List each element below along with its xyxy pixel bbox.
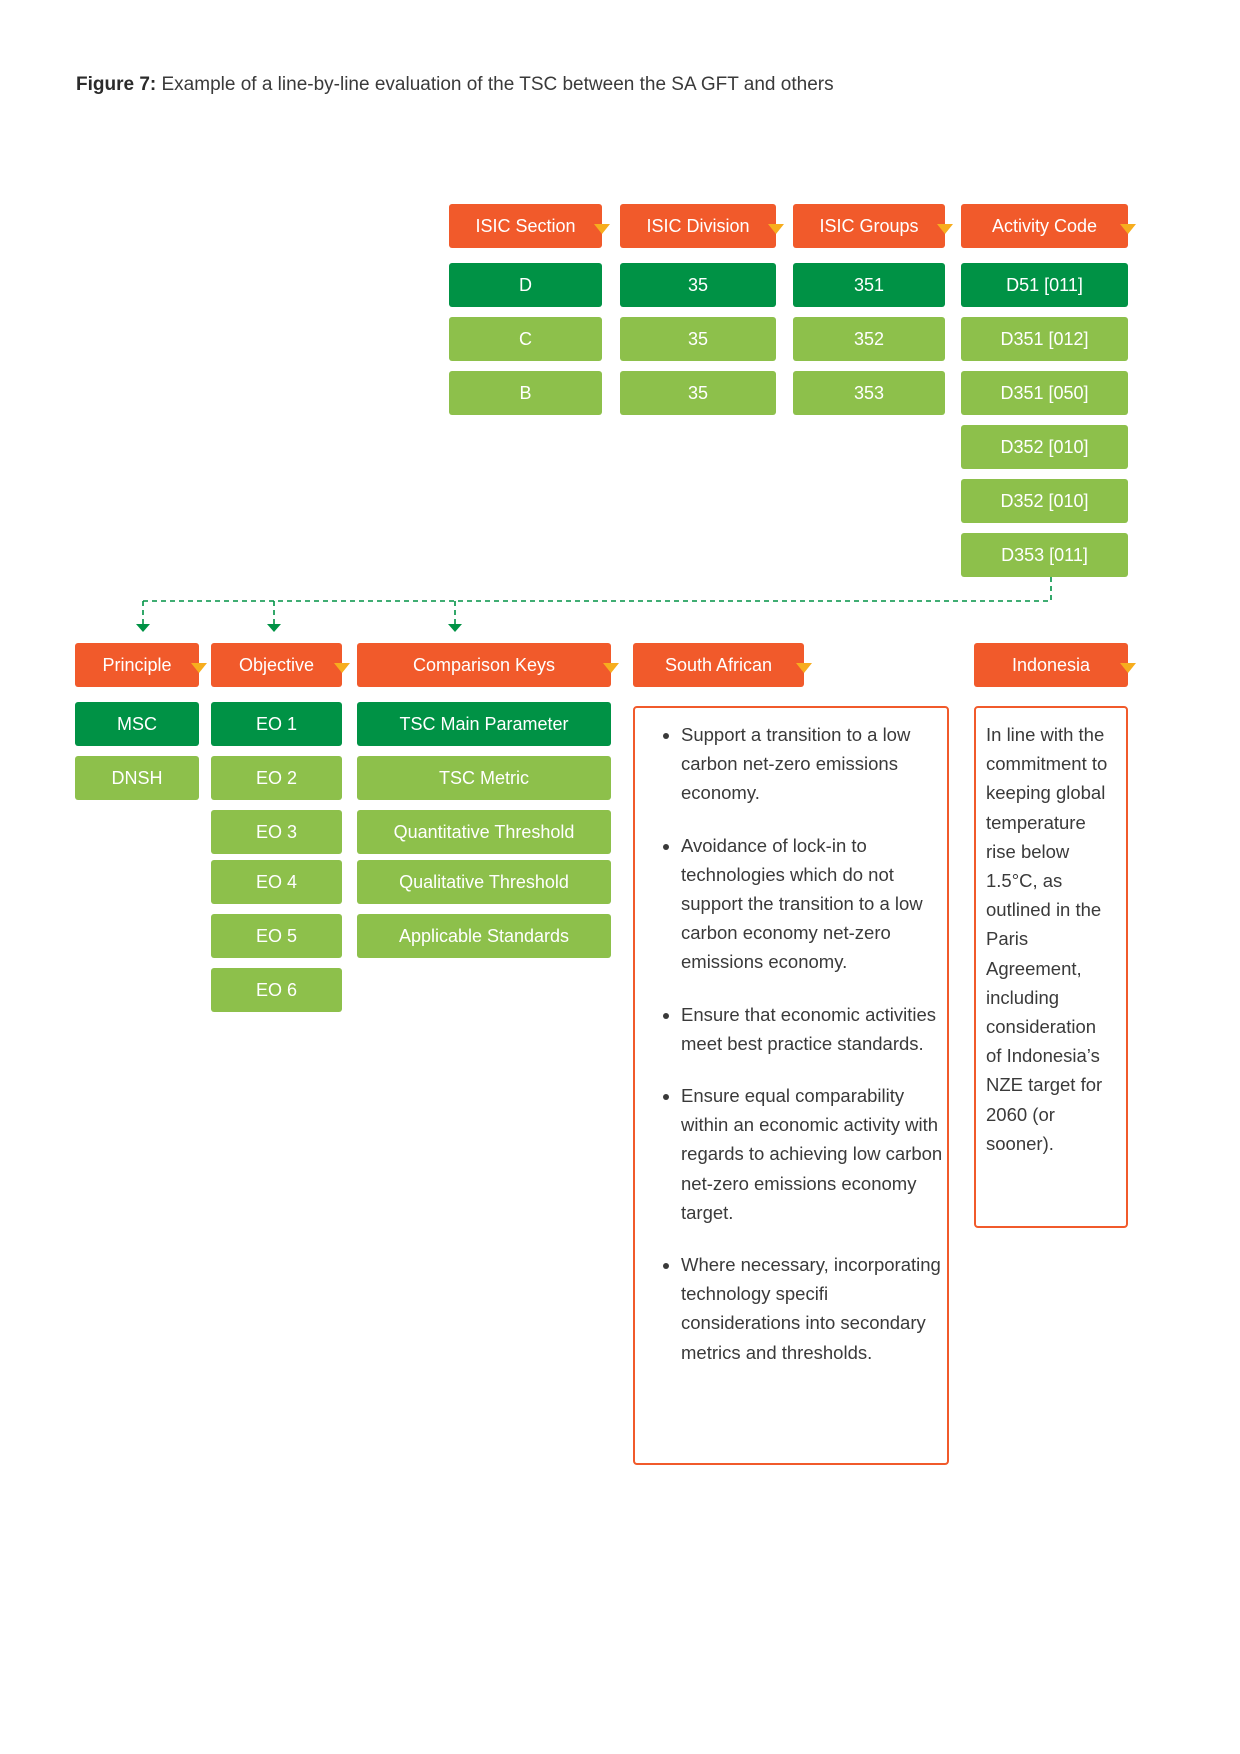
list-item: Support a transition to a low carbon net… [681,720,947,808]
chevron-down-icon [594,224,610,234]
south-african-list: Support a transition to a low carbon net… [635,720,947,1367]
indonesia-text: In line with the commitment to keeping g… [986,724,1108,1154]
isic-section-cell: C [449,317,602,361]
principle-cell: DNSH [75,756,199,800]
chevron-down-icon [191,663,207,673]
isic-division-cell: 35 [620,263,776,307]
chevron-down-icon [334,663,350,673]
header-comparison-keys-label: Comparison Keys [412,654,556,675]
isic-division-cell: 35 [620,371,776,415]
header-comparison-keys: Comparison Keys [357,643,619,687]
south-african-panel: Support a transition to a low carbon net… [633,706,949,1465]
activity-code-cell: D352 [010] [961,425,1128,469]
header-activity-code: Activity Code [961,204,1136,248]
isic-groups-cell: 352 [793,317,945,361]
isic-section-cell: D [449,263,602,307]
objective-cell: EO 2 [211,756,342,800]
header-objective: Objective [211,643,350,687]
principle-cell: MSC [75,702,199,746]
header-indonesia: Indonesia [974,643,1136,687]
chevron-down-icon [796,663,812,673]
list-item: Ensure equal comparability within an eco… [681,1081,947,1227]
comparison-key-cell: TSC Main Parameter [357,702,611,746]
list-item: Where necessary, incorporating technolog… [681,1250,947,1367]
list-item: Ensure that economic activities meet bes… [681,1000,947,1058]
activity-code-cell: D351 [012] [961,317,1128,361]
header-isic-division-label: ISIC Division [646,215,750,236]
figure-label: Figure 7: [76,74,157,95]
header-south-african-label: South African [664,654,773,675]
comparison-key-cell: Applicable Standards [357,914,611,958]
header-objective-label: Objective [238,654,315,675]
chevron-down-icon [603,663,619,673]
objective-cell: EO 3 [211,810,342,854]
header-isic-groups-label: ISIC Groups [819,215,919,236]
isic-division-cell: 35 [620,317,776,361]
header-indonesia-label: Indonesia [1011,654,1091,675]
isic-section-cell: B [449,371,602,415]
header-activity-code-label: Activity Code [991,215,1098,236]
header-isic-section-label: ISIC Section [475,215,576,236]
figure-caption-text: Example of a line-by-line evaluation of … [156,74,834,95]
isic-groups-cell: 351 [793,263,945,307]
header-principle: Principle [75,643,207,687]
list-item: Avoidance of lock-in to technologies whi… [681,831,947,977]
chevron-down-icon [937,224,953,234]
objective-cell: EO 6 [211,968,342,1012]
isic-groups-cell: 353 [793,371,945,415]
arrow-down-icon [267,624,281,632]
activity-code-cell: D351 [050] [961,371,1128,415]
header-isic-section: ISIC Section [449,204,610,248]
chevron-down-icon [1120,224,1136,234]
objective-cell: EO 1 [211,702,342,746]
header-isic-groups: ISIC Groups [793,204,953,248]
activity-code-cell: D51 [011] [961,263,1128,307]
indonesia-panel: In line with the commitment to keeping g… [974,706,1128,1228]
activity-code-cell: D353 [011] [961,533,1128,577]
comparison-key-cell: Qualitative Threshold [357,860,611,904]
arrow-down-icon [448,624,462,632]
objective-cell: EO 4 [211,860,342,904]
chevron-down-icon [1120,663,1136,673]
arrow-down-icon [136,624,150,632]
comparison-key-cell: Quantitative Threshold [357,810,611,854]
figure-caption: Figure 7: Example of a line-by-line eval… [76,74,834,96]
header-principle-label: Principle [102,654,172,675]
header-south-african: South African [633,643,812,687]
comparison-key-cell: TSC Metric [357,756,611,800]
activity-code-cell: D352 [010] [961,479,1128,523]
objective-cell: EO 5 [211,914,342,958]
chevron-down-icon [768,224,784,234]
header-isic-division: ISIC Division [620,204,784,248]
